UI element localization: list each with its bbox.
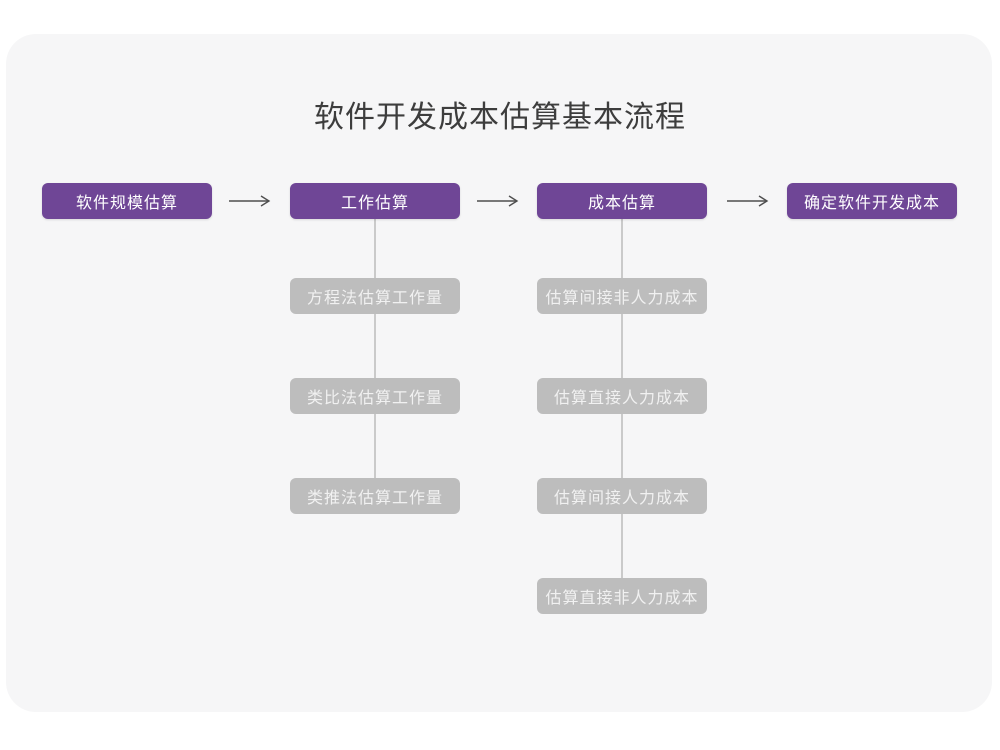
sub-node-extrapolation-method: 类推法估算工作量: [290, 478, 460, 514]
sub-node-direct-labor-cost: 估算直接人力成本: [537, 378, 707, 414]
sub-node-indirect-labor-cost: 估算间接人力成本: [537, 478, 707, 514]
flow-node-work-estimation: 工作估算: [290, 183, 460, 219]
right-arrow-icon: [229, 195, 271, 207]
diagram-card: [6, 34, 992, 712]
sub-node-direct-nonlabor-cost: 估算直接非人力成本: [537, 578, 707, 614]
right-arrow-icon: [727, 195, 769, 207]
sub-node-analogy-method: 类比法估算工作量: [290, 378, 460, 414]
flow-node-determine-dev-cost: 确定软件开发成本: [787, 183, 957, 219]
right-arrow-icon: [477, 195, 519, 207]
flow-node-cost-estimation: 成本估算: [537, 183, 707, 219]
flow-node-software-scale-estimation: 软件规模估算: [42, 183, 212, 219]
diagram-title: 软件开发成本估算基本流程: [314, 101, 686, 134]
sub-node-equation-method: 方程法估算工作量: [290, 278, 460, 314]
sub-node-indirect-nonlabor-cost: 估算间接非人力成本: [537, 278, 707, 314]
work-column-connector-line: [374, 219, 376, 497]
